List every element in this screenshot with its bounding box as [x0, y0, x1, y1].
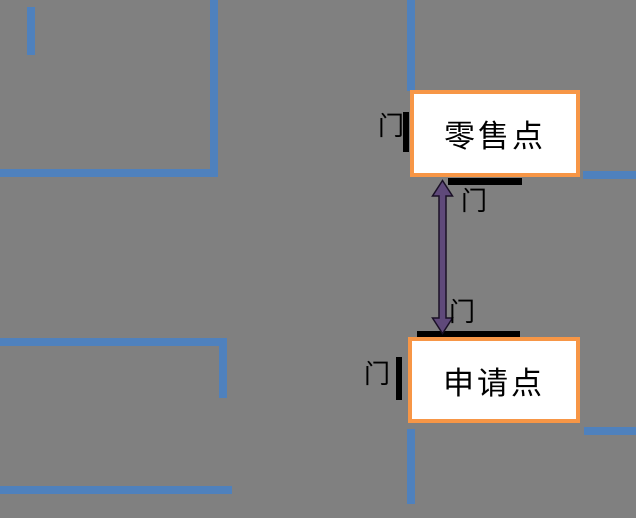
road-segment-upper-left-horizontal [0, 169, 218, 177]
door-label-apply-top: 门 [449, 298, 476, 327]
application-point-label: 申请点 [443, 365, 545, 401]
application-point-box: 申请点 [408, 337, 580, 423]
door-bar-retail-left [403, 112, 409, 152]
road-segment-top-left-stub [27, 7, 35, 55]
retail-point-box: 零售点 [410, 90, 580, 177]
retail-point-label: 零售点 [444, 119, 546, 154]
road-segment-upper-right-horizontal [583, 171, 636, 179]
door-bar-apply-top [417, 331, 520, 338]
door-bar-retail-bottom [448, 178, 522, 185]
road-segment-lower-middle-vertical [407, 429, 415, 504]
road-segment-upper-left-vertical [210, 0, 218, 176]
door-bar-apply-left [396, 357, 402, 400]
road-segment-lower-right-horizontal [584, 427, 636, 435]
road-segment-lower-left-horizontal [0, 486, 232, 494]
double-arrow-connector [431, 179, 454, 335]
door-label-retail-left: 门 [378, 112, 405, 141]
road-segment-upper-right-vertical [407, 0, 415, 91]
door-label-retail-bottom: 门 [461, 187, 488, 216]
door-label-apply-left: 门 [364, 360, 391, 389]
road-segment-middle-left-horizontal [0, 338, 227, 346]
road-segment-middle-left-vertical [219, 338, 227, 398]
